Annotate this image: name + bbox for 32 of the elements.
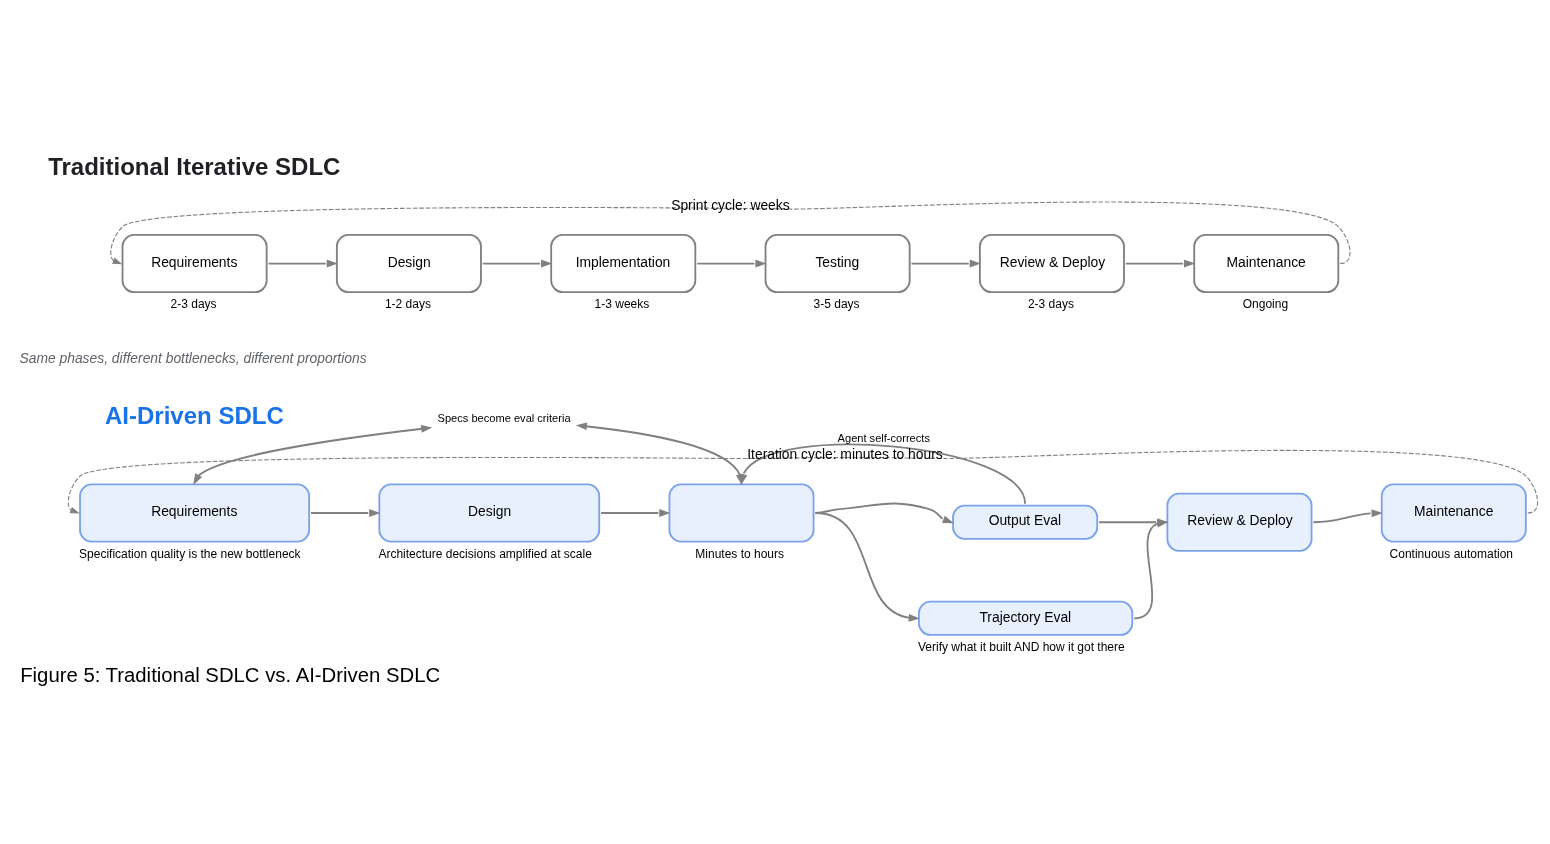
node-label: Specification quality is the new bottleneck xyxy=(79,546,301,561)
arrow xyxy=(1124,259,1196,268)
node-label: 2-3 days xyxy=(1027,297,1074,312)
node-label: Minutes to hours xyxy=(695,546,785,561)
node-label: 2-3 days xyxy=(170,297,217,312)
edge-label: Sprint cycle: weeks xyxy=(671,196,790,213)
caption: Figure 5: Traditional SDLC vs. AI-Driven SDLC xyxy=(20,663,441,686)
arrow xyxy=(600,509,671,517)
arrow xyxy=(575,422,744,486)
edge-label: Iteration cycle: minutes to hours xyxy=(747,446,943,463)
arrow xyxy=(481,259,553,268)
arrow xyxy=(1312,509,1383,524)
arrow xyxy=(110,201,1351,265)
node-label: 1-2 days xyxy=(384,297,431,312)
node-label: Verify what it built AND how it got there xyxy=(917,640,1125,655)
arrow xyxy=(696,259,767,268)
arrow xyxy=(267,259,338,268)
node-label: Continuous automation xyxy=(1389,546,1514,561)
node-text: Specs become eval criteria xyxy=(437,412,571,425)
edge-label: Agent self-corrects xyxy=(837,431,930,444)
arrow xyxy=(193,424,433,485)
arrow xyxy=(67,449,1539,514)
arrow xyxy=(814,512,920,622)
arrow xyxy=(910,259,981,268)
label: AI-Driven SDLC xyxy=(104,402,284,430)
node-label: 1-3 weeks xyxy=(594,297,650,312)
node-label: Ongoing xyxy=(1242,297,1289,312)
label: Traditional Iterative SDLC xyxy=(48,152,341,180)
node-label: Architecture decisions amplified at scale xyxy=(378,546,592,561)
node-label: 3-5 days xyxy=(813,297,860,312)
arrow xyxy=(310,509,381,517)
label: Same phases, different bottlenecks, different proportions xyxy=(19,349,367,366)
